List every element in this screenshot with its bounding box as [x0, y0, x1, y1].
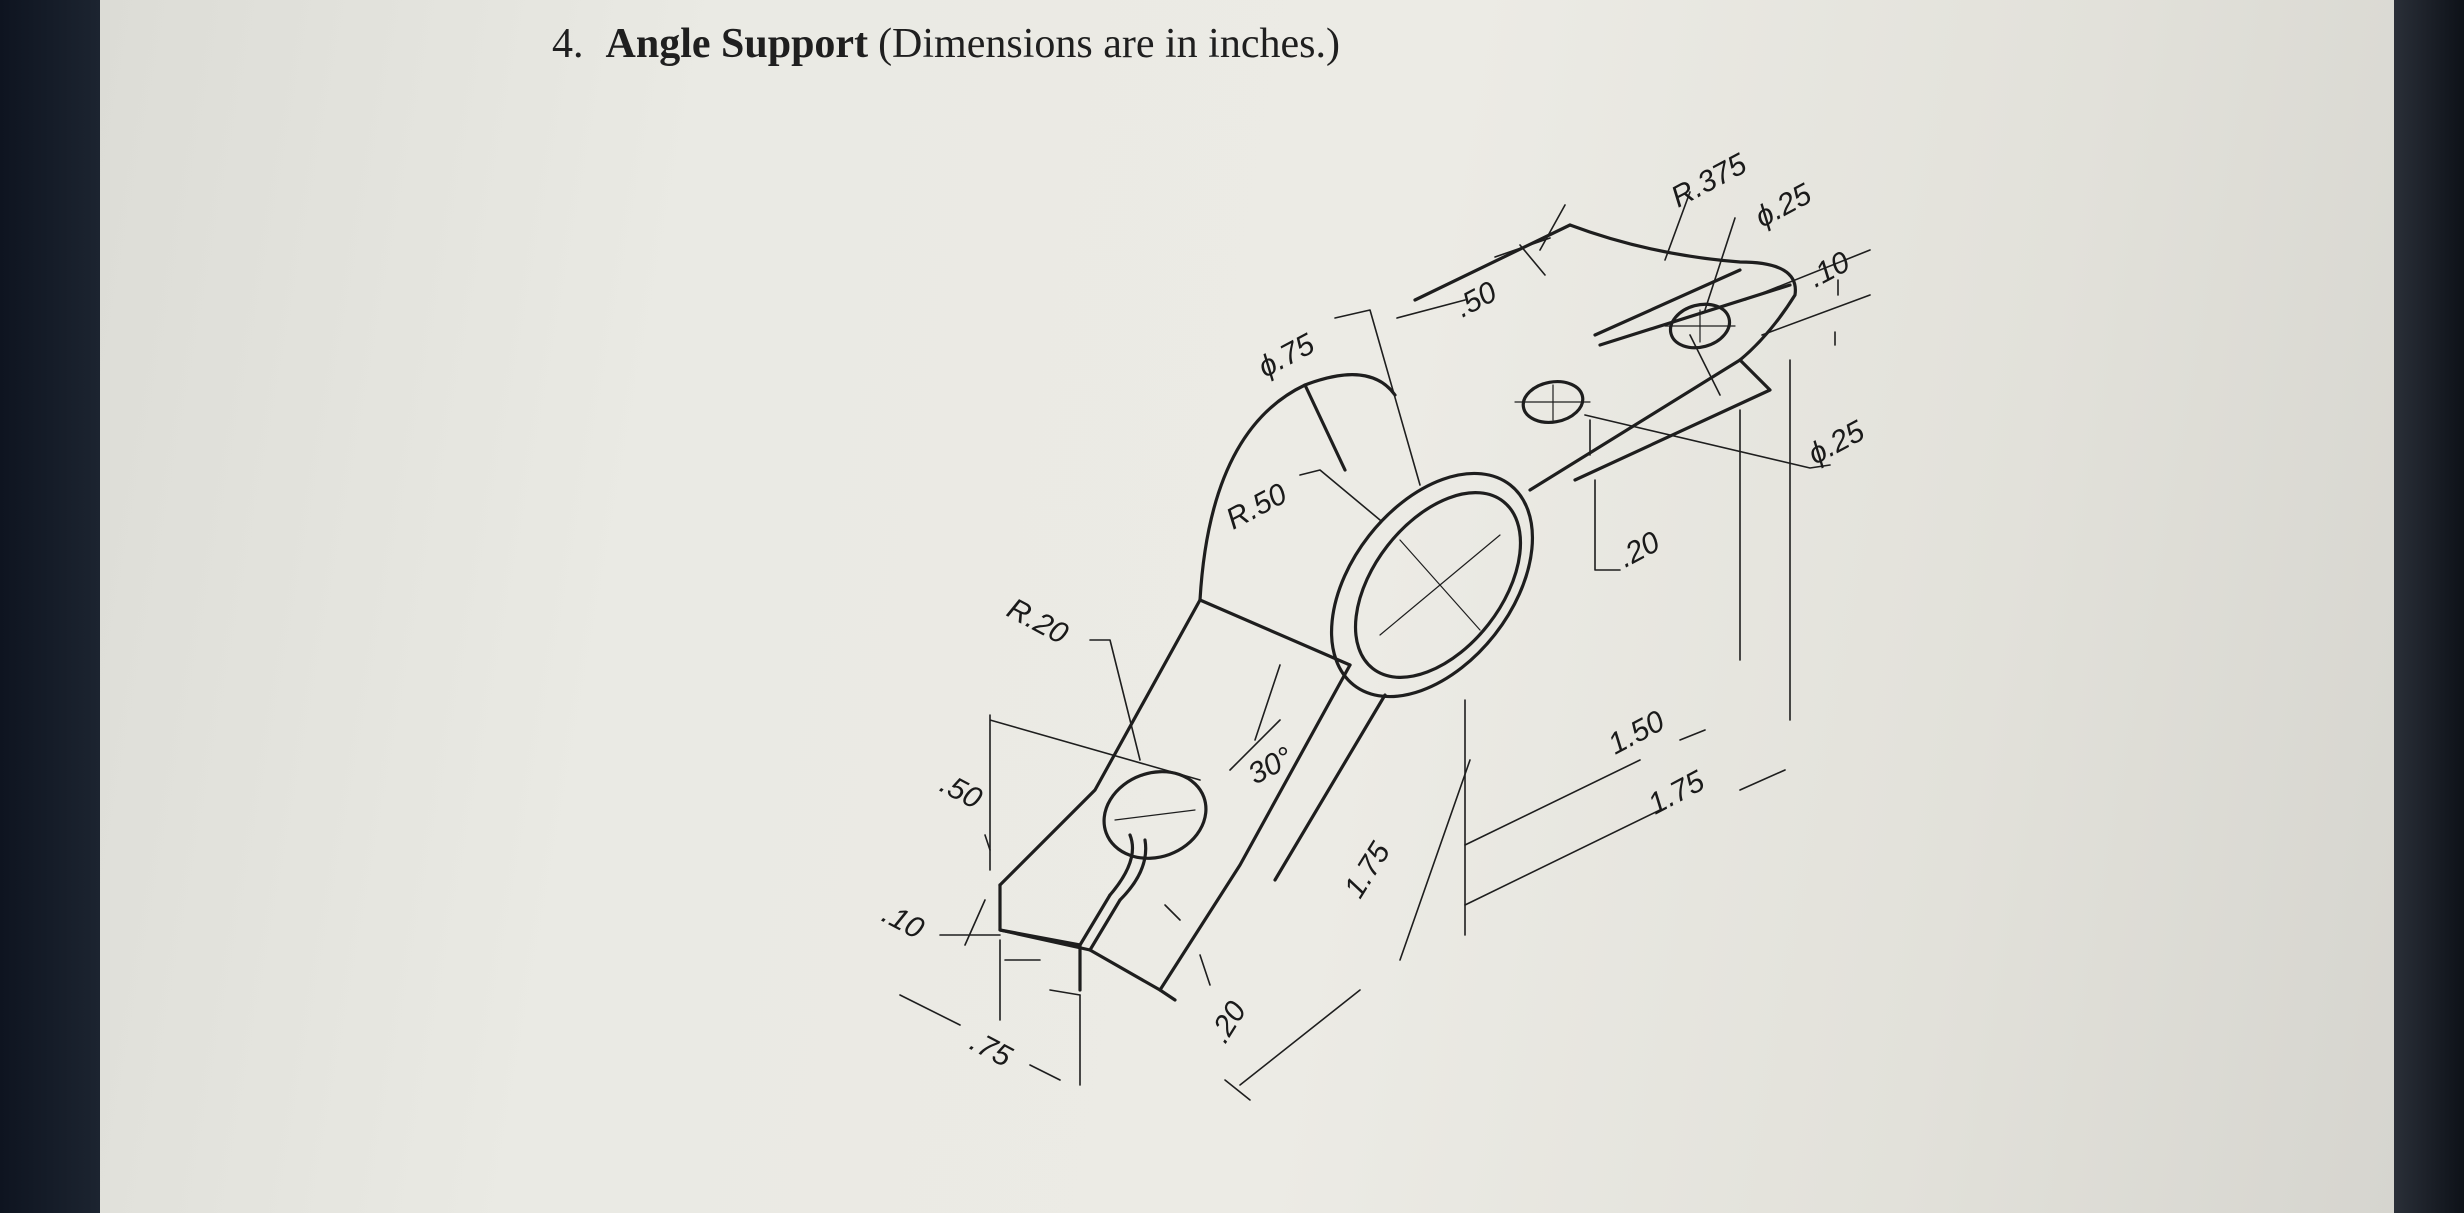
dim-d20-mid: .20 [1613, 525, 1666, 574]
dim-d175-bottom: 1.75 [1338, 836, 1397, 903]
dim-d175-right: 1.75 [1643, 764, 1710, 821]
dim-dia75: ϕ.75 [1253, 327, 1320, 384]
slot-hole-ellipse [1102, 770, 1208, 860]
dim-d50-top: .50 [1450, 275, 1503, 324]
dim-dia25-right: ϕ.25 [1803, 414, 1870, 471]
dimension-lines [899, 191, 1871, 1101]
part-outline [998, 223, 1797, 1002]
dim-dia25-top: ϕ.25 [1750, 177, 1817, 234]
dim-d150: 1.50 [1603, 704, 1670, 761]
screen-bezel-right [2394, 0, 2464, 1213]
dim-r20: R.20 [1002, 592, 1074, 651]
dim-d20-bottom: .20 [1203, 996, 1253, 1049]
problem-heading: 4. Angle Support(Dimensions are in inches… [552, 20, 1340, 68]
ear-hole-ellipse [1668, 302, 1732, 350]
isometric-drawing: R.375 ϕ.25 .10 .50 ϕ.75 ϕ.25 R.50 .20 R.… [877, 147, 1871, 1101]
arm-hole-ellipse [1521, 380, 1585, 424]
problem-number: 4. [552, 21, 584, 67]
boss-hole-ellipse [1353, 491, 1523, 679]
dim-r50: R.50 [1221, 477, 1293, 536]
boss-outer-ellipse [1329, 471, 1535, 699]
dim-r375: R.375 [1666, 147, 1752, 214]
dim-d50-left: .50 [935, 767, 988, 816]
document-page: 4. Angle Support(Dimensions are in inches… [100, 0, 2394, 1213]
dim-d10-right: .10 [1803, 245, 1856, 294]
center-lines [1114, 309, 1736, 821]
dim-d10-left: .10 [877, 897, 930, 946]
screen-bezel-left [0, 0, 100, 1213]
problem-title: Angle Support [605, 21, 869, 67]
problem-subtitle: (Dimensions are in inches.) [878, 21, 1340, 67]
dim-d75: .75 [965, 1025, 1018, 1074]
